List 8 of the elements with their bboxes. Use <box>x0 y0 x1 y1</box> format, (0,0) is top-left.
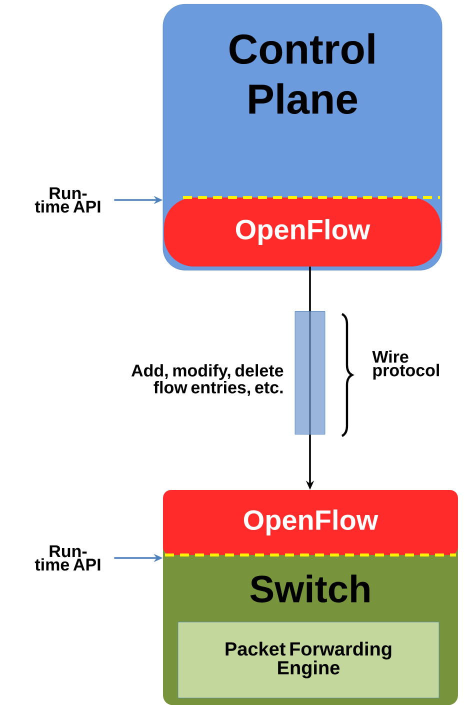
openflow-bar: OpenFlow <box>163 490 458 555</box>
side-label: Add, modify, delete flow entries, etc. <box>131 364 284 396</box>
engine-box: Packet Forwarding Engine <box>178 622 440 698</box>
api-label: Run-time API <box>34 187 100 213</box>
cylinder <box>294 311 326 435</box>
openflow-bar: OpenFlow <box>164 198 441 266</box>
brace-label: Wire protocol <box>372 350 439 380</box>
api-label: Run-time API <box>34 545 100 571</box>
